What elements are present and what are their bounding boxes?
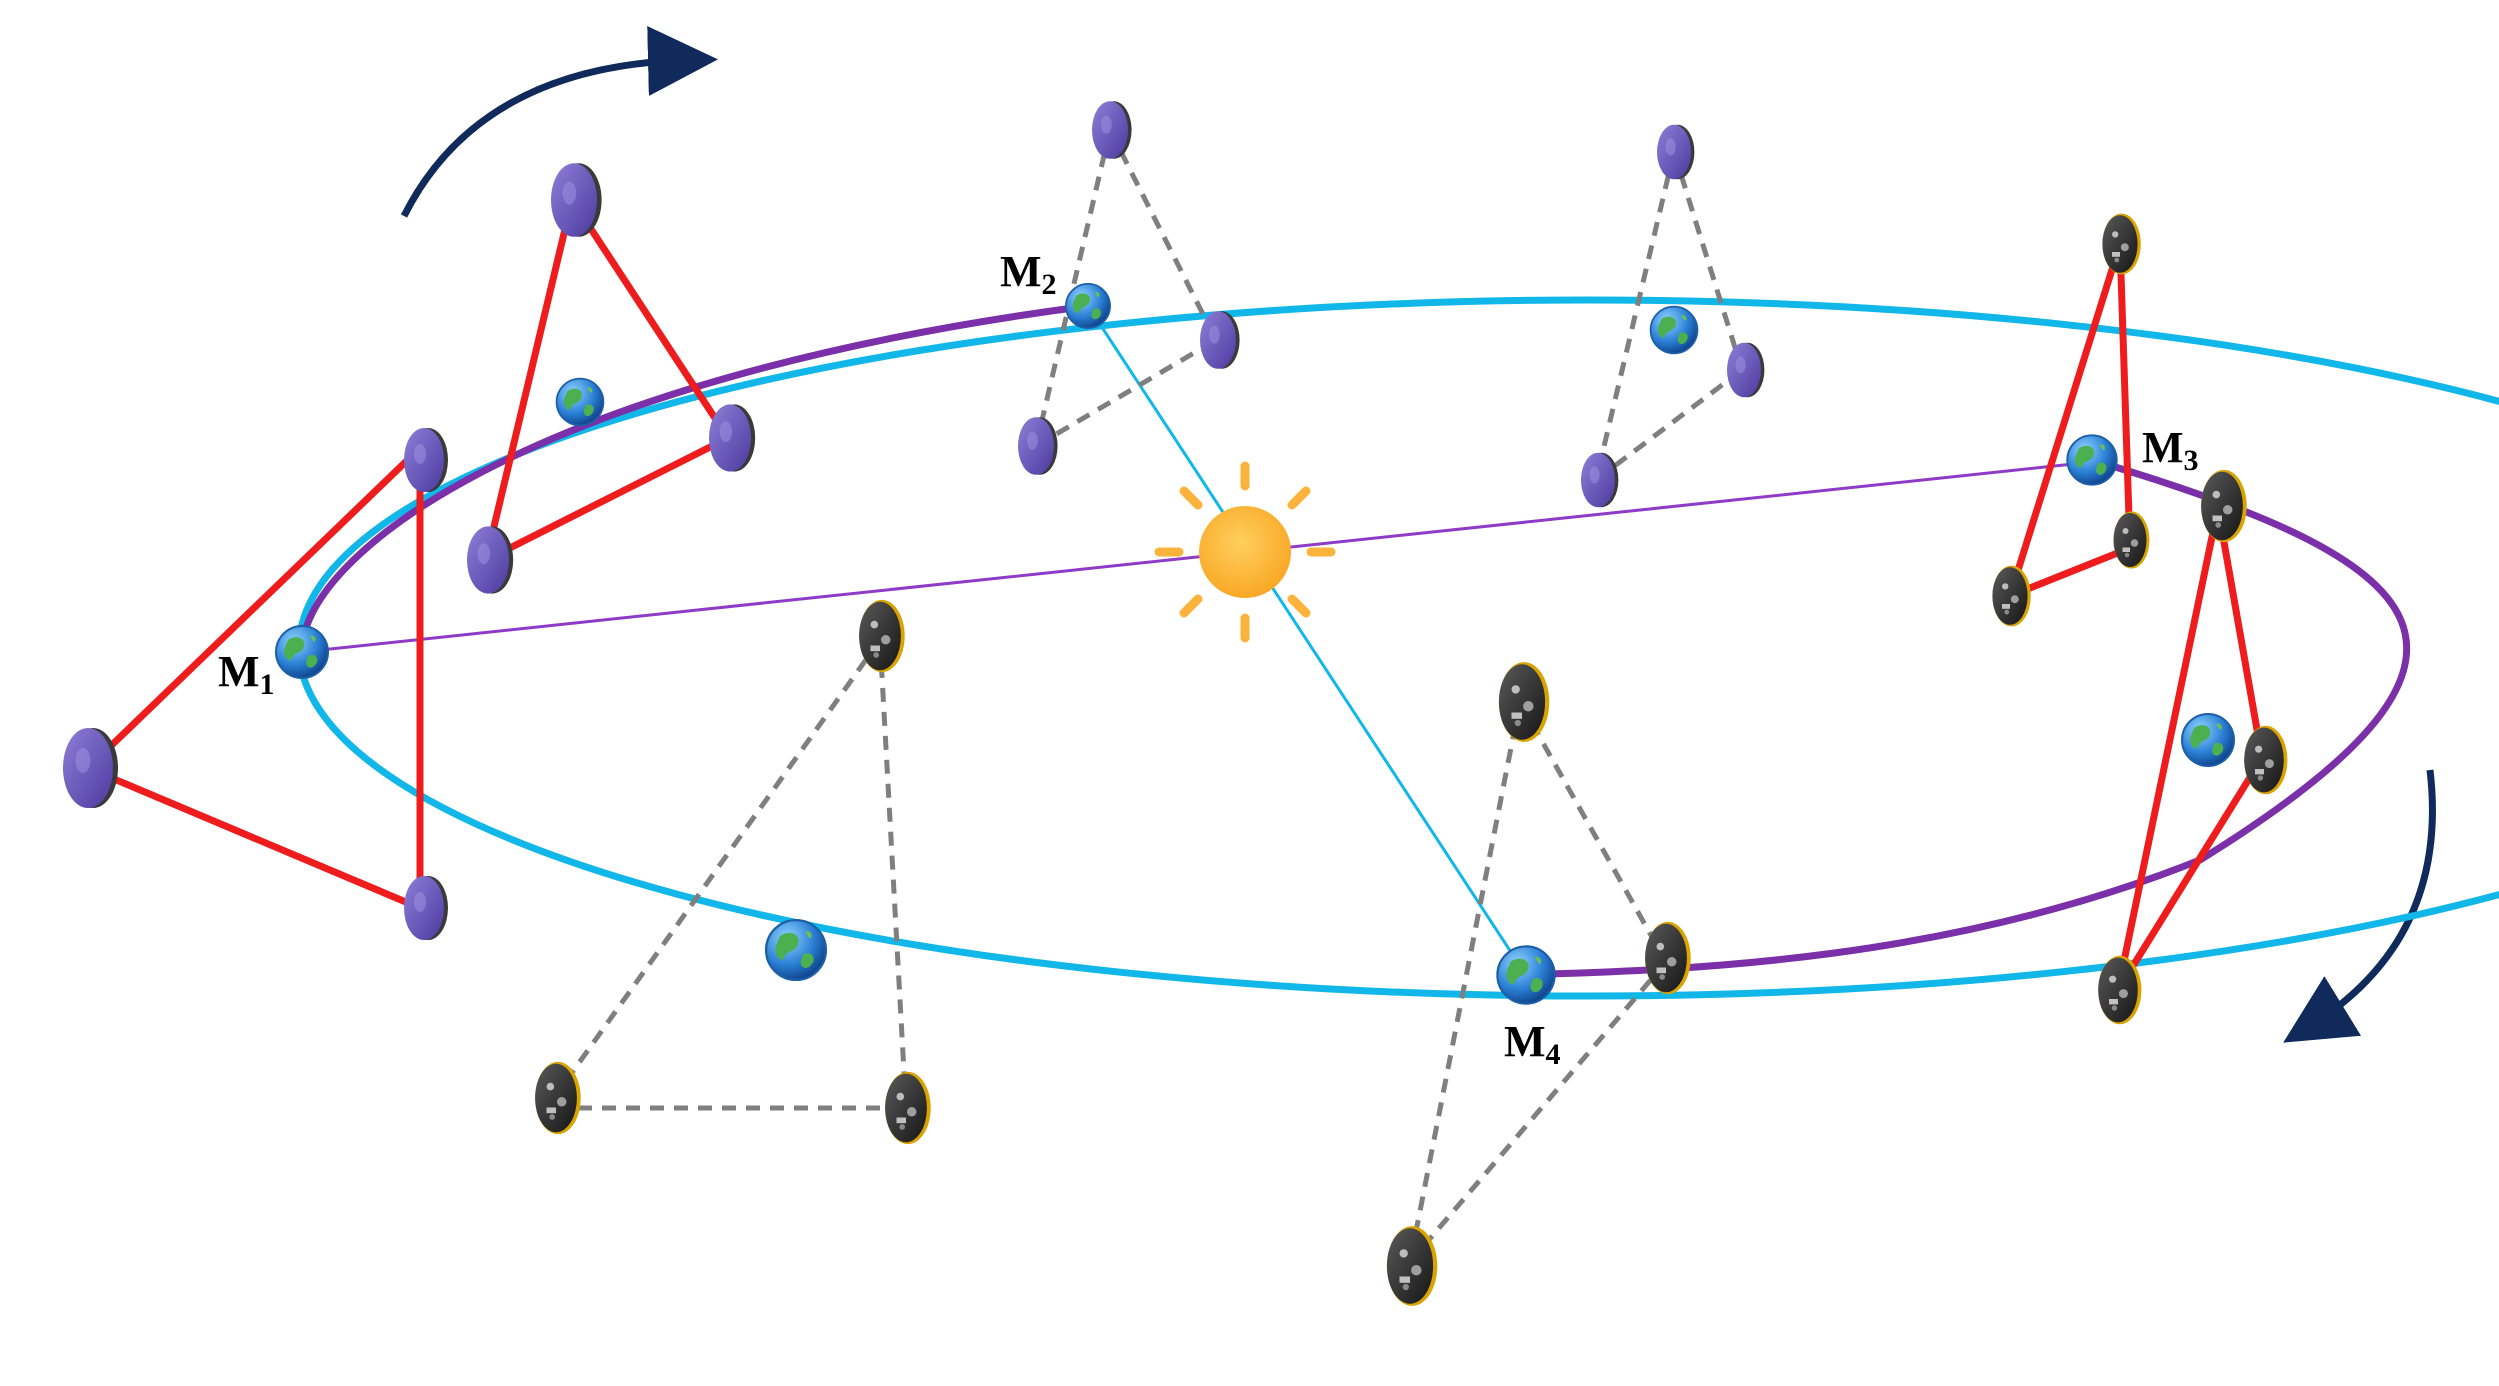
- spacecraft-icon: [2244, 725, 2288, 795]
- spacecraft-icon: [1200, 311, 1240, 369]
- spacecraft-icon: [1498, 662, 1550, 742]
- formation-right-outer: [2114, 507, 2266, 992]
- sun-line-m2-m4: [1086, 305, 1528, 976]
- spacecraft-icon: [1657, 124, 1695, 180]
- earth-icon: [2181, 713, 2235, 767]
- spacecraft-icon: [2201, 469, 2247, 543]
- formation-upper-left: [482, 198, 731, 564]
- sun-line-m1-m3: [301, 460, 2093, 654]
- spacecraft-icon: [535, 1061, 581, 1135]
- spacecraft-icon: [1645, 921, 1691, 995]
- rotation-arrow-icon: [2283, 769, 2436, 1043]
- spacecraft-icon: [551, 163, 602, 237]
- sun-icon: [1154, 461, 1336, 643]
- spacecraft-icon: [467, 526, 514, 594]
- spacecraft-icon: [1727, 342, 1765, 398]
- formation-bottom-left: [551, 638, 909, 1111]
- label-m1: M1: [218, 647, 275, 701]
- earth-icon: [1065, 283, 1111, 329]
- earth-icon: [275, 625, 329, 679]
- label-m4: M4: [1504, 1017, 1561, 1071]
- spacecraft-icon: [859, 599, 905, 673]
- formation-top-center: [1033, 128, 1219, 449]
- spacecraft-icon: [1092, 101, 1132, 159]
- label-m3: M3: [2142, 423, 2199, 477]
- spacecraft-icon: [63, 728, 118, 808]
- earth-icon: [555, 377, 605, 427]
- spacecraft-icon: [2098, 955, 2142, 1025]
- earth-icon: [1496, 945, 1556, 1005]
- formation-top-right: [1593, 151, 1745, 482]
- spacecraft-icon: [1018, 417, 1058, 475]
- spacecraft-icon: [2102, 213, 2141, 275]
- spacecraft-icon: [885, 1071, 931, 1145]
- spacecraft-icon: [1581, 452, 1619, 508]
- earth-icon: [1649, 305, 1699, 355]
- earth-icon: [2066, 434, 2118, 486]
- spacecraft-icon: [1386, 1226, 1438, 1306]
- formation-left-outer: [85, 445, 424, 912]
- formation-right-upper: [2006, 242, 2134, 600]
- earth-icon: [764, 918, 828, 982]
- spacecraft-icon: [2113, 511, 2150, 569]
- spacecraft-icon: [404, 428, 448, 492]
- formation-bottom-right: [1407, 700, 1669, 1264]
- spacecraft-icon: [404, 876, 448, 940]
- rotation-arrow-icon: [400, 26, 718, 218]
- spacecraft-icon: [1992, 565, 2031, 627]
- orbit-ellipse: [295, 296, 2499, 1000]
- label-m2: M2: [1000, 247, 1057, 301]
- spacecraft-icon: [709, 404, 756, 472]
